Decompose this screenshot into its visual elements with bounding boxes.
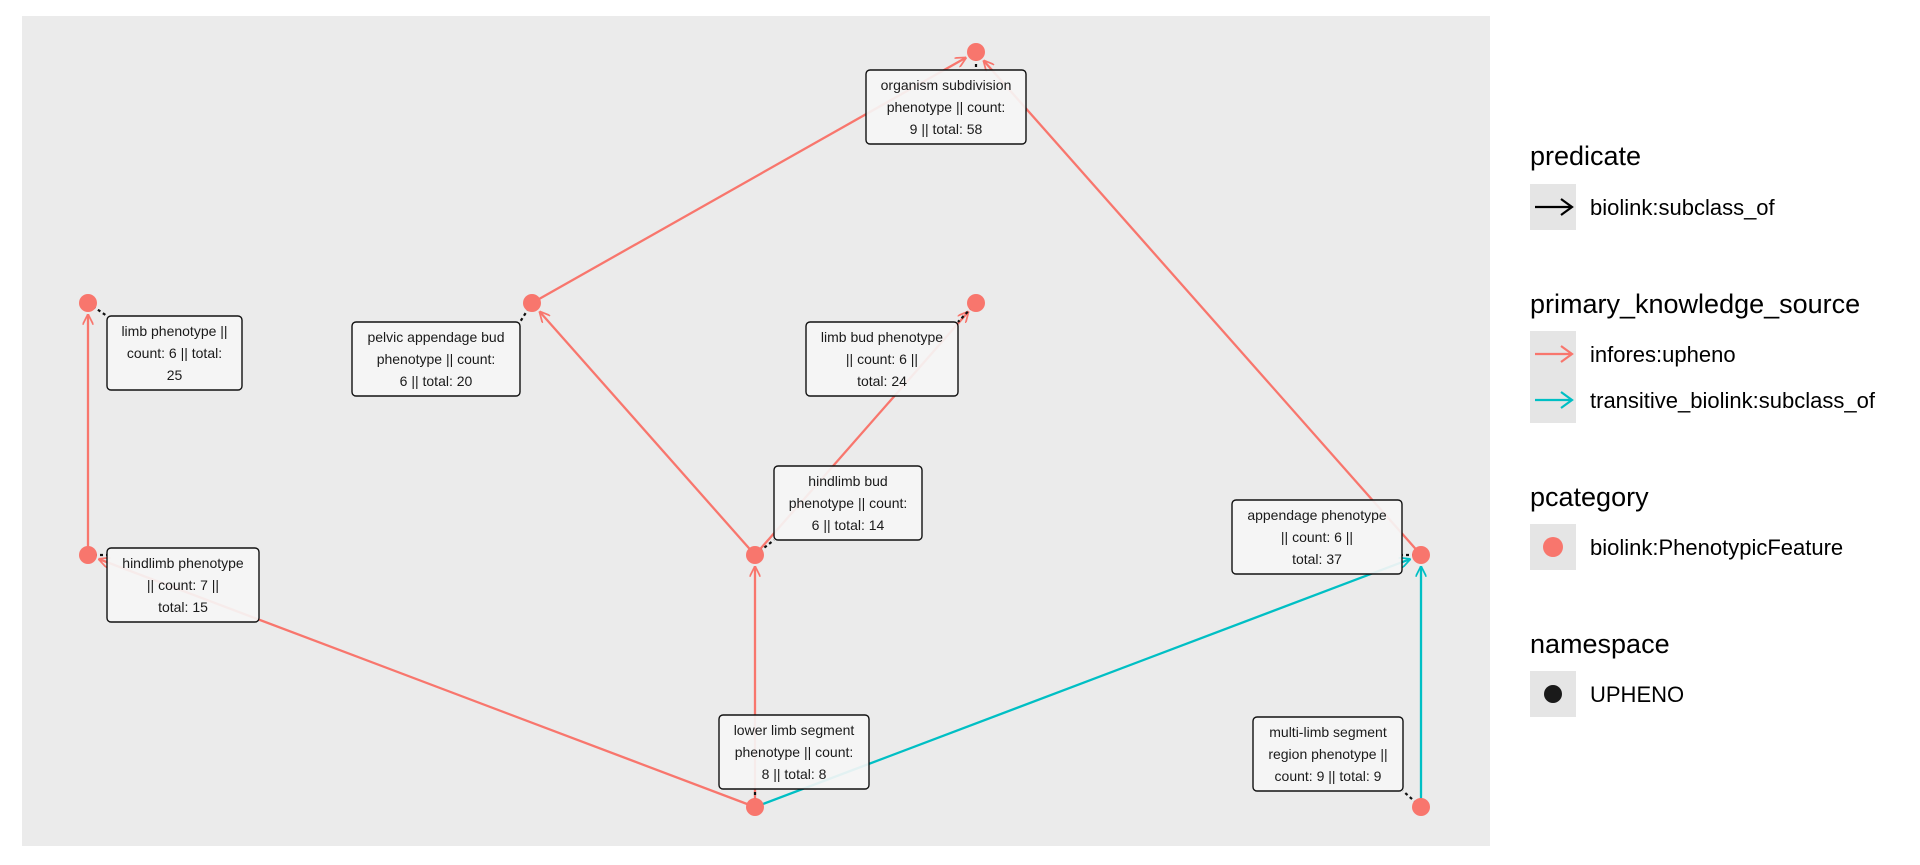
node-label-line: || count: 7 || [147,577,219,593]
arrow-key-transitive-head-icon [1560,391,1574,409]
label-leader-limb-phenotype [87,302,108,317]
node-label-line: 6 || total: 20 [400,373,473,389]
node-point-hindlimb-phenotype [79,546,97,564]
legend: predicate biolink:subclass_of primary_kn… [1530,141,1876,717]
node-label-box [865,69,1027,145]
node-label-line: total: 15 [158,599,208,615]
node-label-line: phenotype || count: [377,351,496,367]
node-point-multi-limb-segment [1412,798,1430,816]
node-points-layer [79,43,1430,816]
node-label-lower-limb-segment: lower limb segment phenotype || count: 8 |… [718,714,870,790]
legend-pcategory-label: biolink:PhenotypicFeature [1590,535,1843,560]
node-label-line: multi-limb segment [1269,724,1387,740]
legend-predicate: predicate biolink:subclass_of [1530,141,1776,230]
legend-pks-label-transitive: transitive_biolink:subclass_of [1590,388,1876,413]
node-label-hindlimb-bud: hindlimb bud phenotype || count: 6 || tota… [773,465,923,541]
node-label-line: || count: 6 || [1281,529,1353,545]
node-label-line: 6 || total: 14 [812,517,885,533]
node-label-line: phenotype || count: [887,99,1006,115]
node-label-limb-phenotype: limb phenotype || count: 6 || total: 25 [106,315,243,391]
node-point-hindlimb-bud [746,546,764,564]
legend-pcategory-title: pcategory [1530,482,1649,512]
node-label-line: phenotype || count: [789,495,908,511]
node-label-line: phenotype || count: [735,744,854,760]
node-label-box [106,315,243,391]
node-label-line: count: 9 || total: 9 [1275,768,1382,784]
legend-pcategory: pcategory biolink:PhenotypicFeature [1530,482,1843,570]
node-label-box [1252,716,1404,792]
node-label-box [805,321,959,397]
label-leader-limb-bud-phenotype [957,302,977,323]
node-label-line: pelvic appendage bud [367,329,504,345]
node-label-line: limb bud phenotype [821,329,943,345]
legend-namespace-title: namespace [1530,629,1670,659]
node-label-line: || count: 6 || [846,351,918,367]
legend-pks-title: primary_knowledge_source [1530,289,1860,319]
legend-pks-label-upheno: infores:upheno [1590,342,1736,367]
node-label-line: 25 [167,367,183,383]
node-point-lower-limb-segment [746,798,764,816]
node-label-line: 8 || total: 8 [762,766,827,782]
node-label-pelvic-appendage-bud: pelvic appendage bud phenotype || count: 6… [351,321,521,397]
edge-hindlimb-bud-to-pelvic-appendage-bud [539,311,756,556]
label-leader-hindlimb-bud [754,539,775,556]
node-label-box [773,465,923,541]
node-label-organism-subdivision: organism subdivision phenotype || count: 9… [865,69,1027,145]
legend-namespace-label: UPHENO [1590,682,1684,707]
node-point-pelvic-appendage-bud [523,294,541,312]
node-label-line: count: 6 || total: [127,345,222,361]
node-label-appendage-phenotype: appendage phenotype || count: 6 || total: … [1231,499,1403,575]
node-point-organism-subdivision [967,43,985,61]
legend-predicate-title: predicate [1530,141,1641,171]
legend-predicate-label: biolink:subclass_of [1590,195,1776,220]
arrow-key-upheno-head-icon [1560,345,1574,363]
edge-appendage-phenotype-to-organism-subdivision [983,60,1422,556]
node-label-line: organism subdivision [881,77,1012,93]
node-label-line: total: 37 [1292,551,1342,567]
legend-key-bg [1530,331,1576,423]
label-leader-pelvic-appendage-bud [519,302,533,323]
node-label-box [351,321,521,397]
arrow-key-head-icon [1560,198,1574,216]
node-label-hindlimb-phenotype: hindlimb phenotype || count: 7 || total: 1… [106,547,260,623]
point-key-black-icon [1544,685,1562,703]
node-label-line: lower limb segment [734,722,855,738]
node-labels-layer: organism subdivision phenotype || count: 9… [106,69,1404,792]
node-label-multi-limb-segment: multi-limb segment region phenotype || cou… [1252,716,1404,792]
node-label-box [1231,499,1403,575]
node-label-limb-bud-phenotype: limb bud phenotype || count: 6 || total: 2… [805,321,959,397]
node-label-line: hindlimb bud [808,473,887,489]
node-point-limb-phenotype [79,294,97,312]
node-label-box [718,714,870,790]
node-point-limb-bud-phenotype [967,294,985,312]
legend-namespace: namespace UPHENO [1530,629,1684,717]
node-label-line: hindlimb phenotype [122,555,244,571]
node-label-line: limb phenotype || [121,323,227,339]
node-label-box [106,547,260,623]
node-label-line: appendage phenotype [1247,507,1387,523]
node-label-line: region phenotype || [1268,746,1387,762]
label-leader-multi-limb-segment [1402,790,1422,808]
node-label-line: total: 24 [857,373,907,389]
node-point-appendage-phenotype [1412,546,1430,564]
point-key-icon [1543,537,1563,557]
legend-primary-knowledge-source: primary_knowledge_source infores:upheno … [1530,289,1876,423]
node-label-line: 9 || total: 58 [910,121,983,137]
